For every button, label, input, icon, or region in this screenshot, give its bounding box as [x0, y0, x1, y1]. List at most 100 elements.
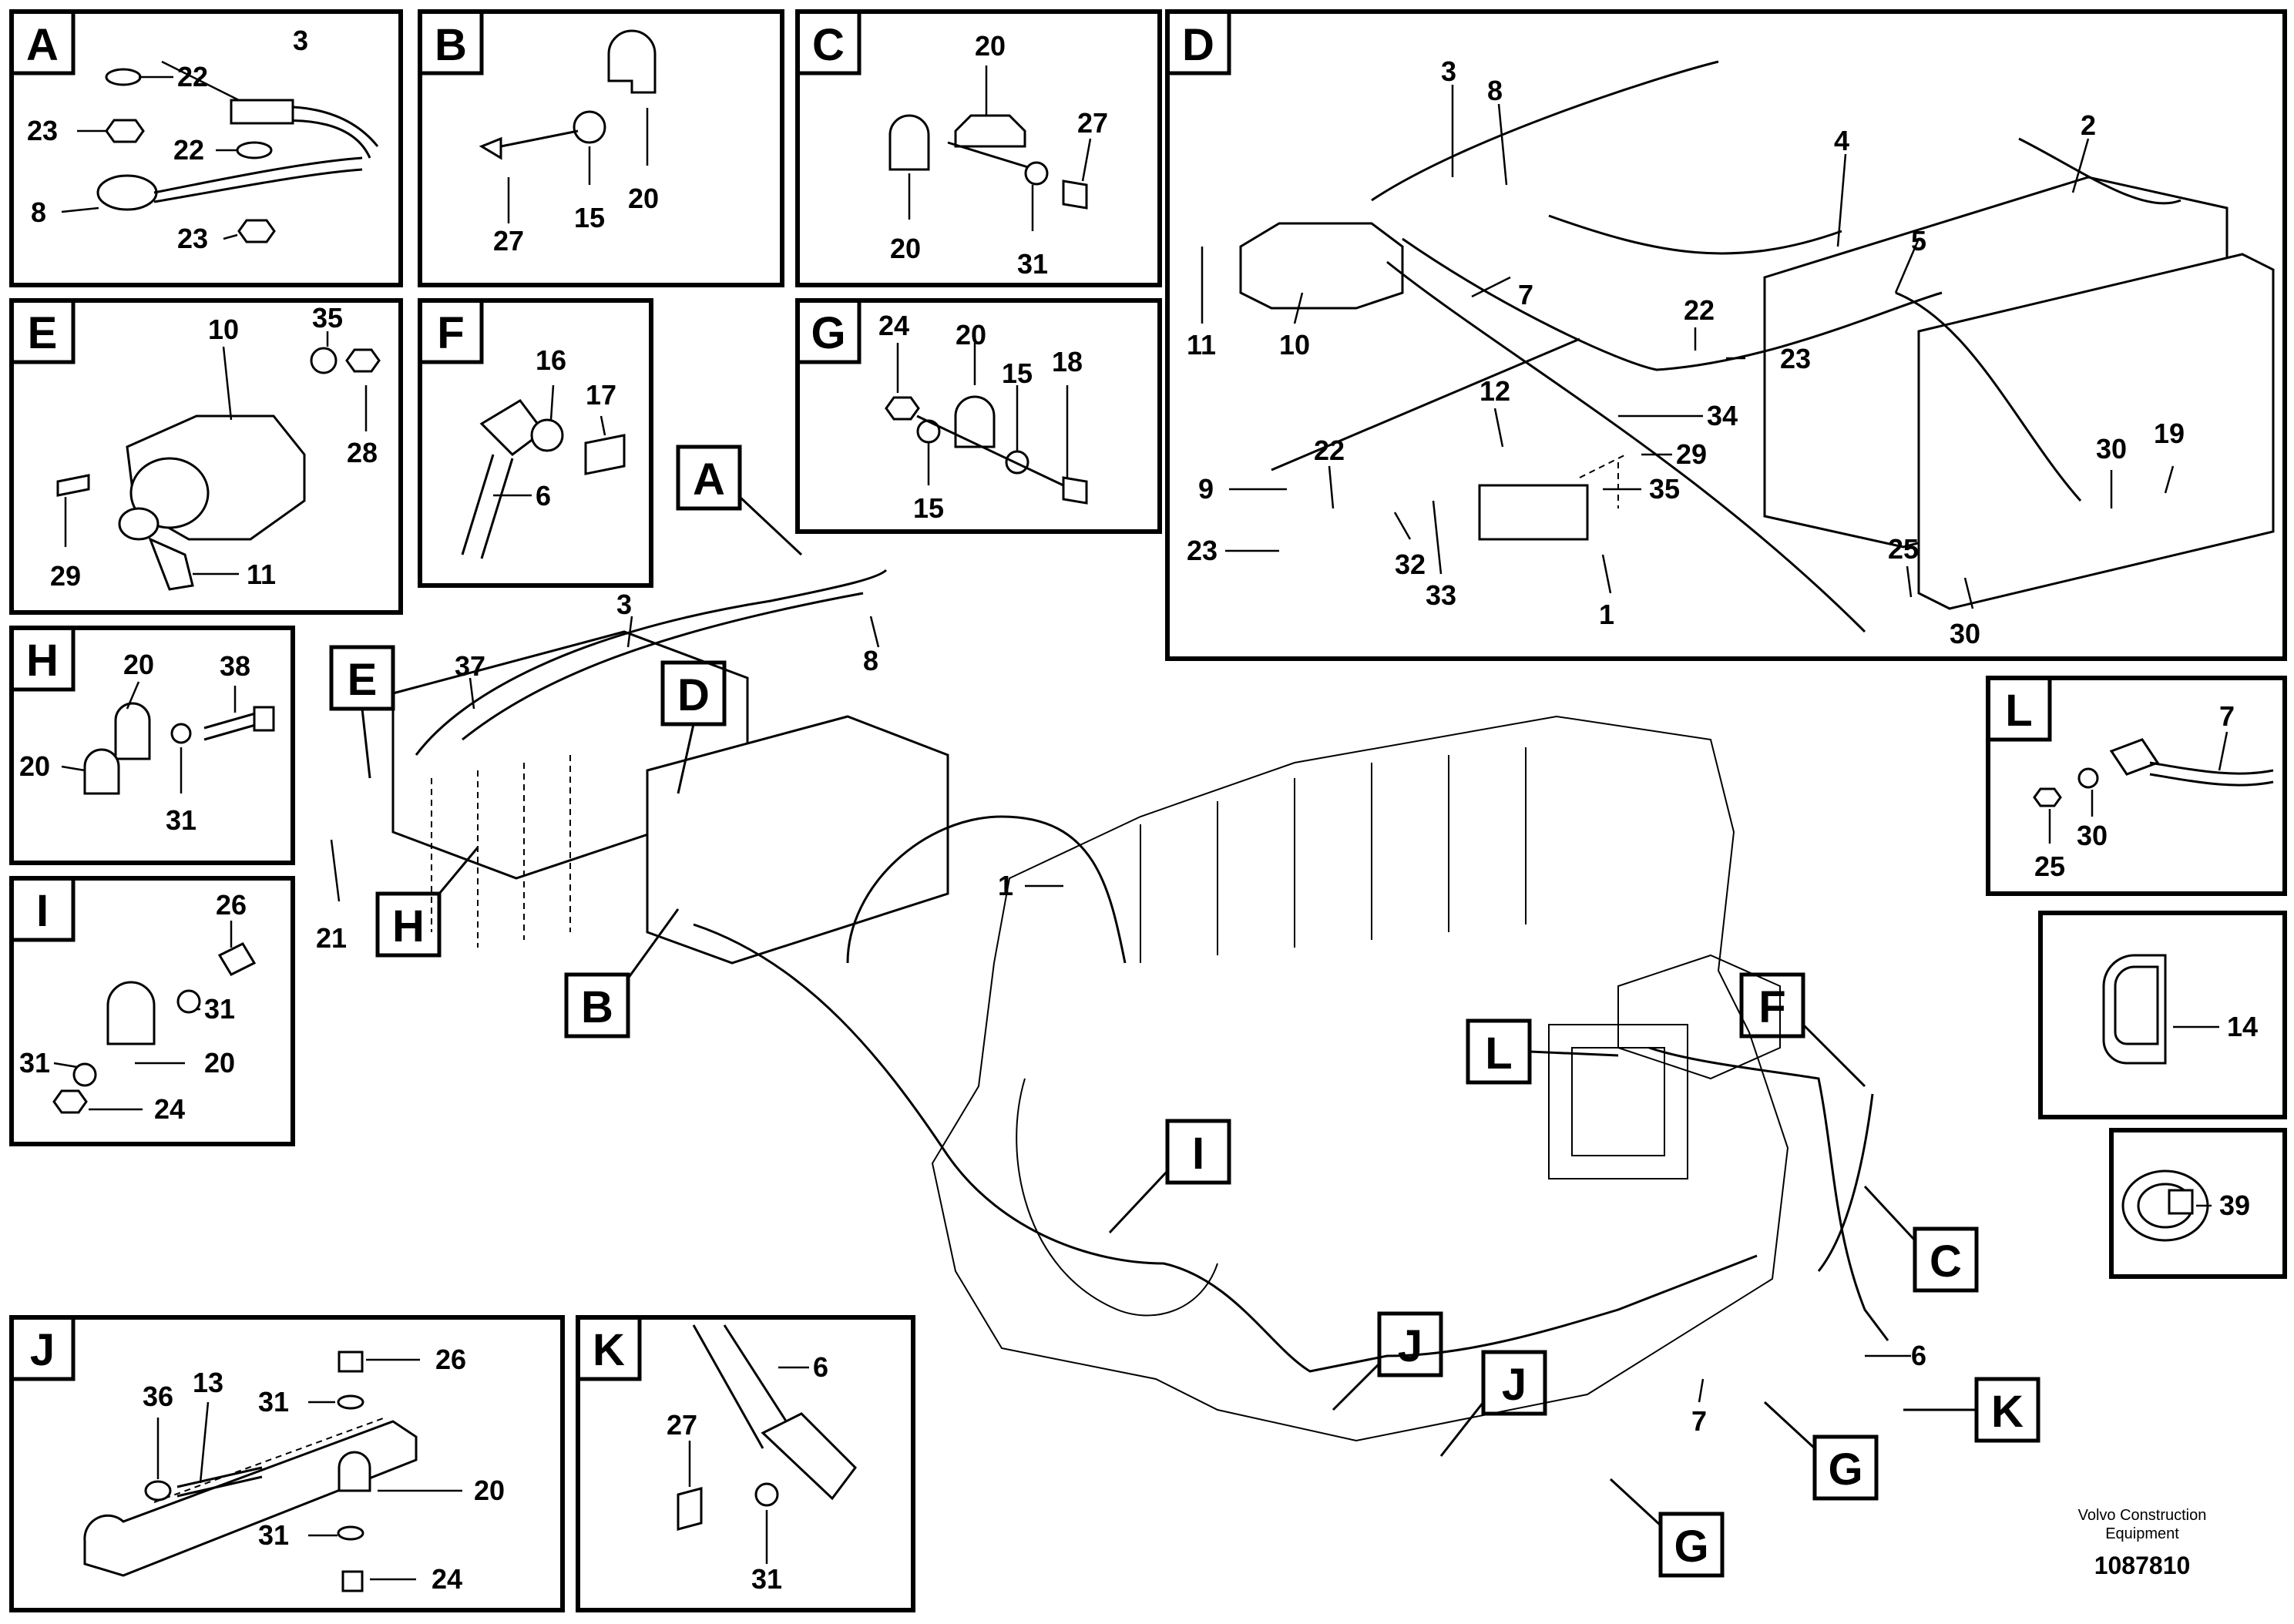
panel-k-label: 6: [813, 1351, 828, 1383]
panel-l-label: 30: [2077, 820, 2108, 851]
panel-c-letter: C: [812, 20, 845, 70]
panel-d-label: 1: [1599, 599, 1614, 630]
detail-panel-i: I 26 31 31 20 24: [9, 876, 295, 1146]
panel-d-label: 35: [1649, 473, 1680, 505]
panel-g-label: 20: [956, 319, 986, 351]
main-label: 7: [1691, 1405, 1707, 1437]
main-label: 21: [316, 922, 347, 954]
panel-39-label: 39: [2219, 1189, 2250, 1221]
panel-i-label: 26: [216, 889, 247, 921]
panel-g-label: 24: [878, 310, 909, 341]
panel-d-label: 23: [1780, 343, 1811, 374]
svg-text:G: G: [1828, 1444, 1862, 1495]
panel-f-label: 17: [586, 379, 616, 411]
panel-a-label: 22: [173, 134, 204, 166]
main-label: 1: [998, 870, 1013, 901]
panel-g-letter: G: [811, 308, 845, 358]
panel-j-label: 20: [474, 1475, 505, 1506]
detail-panel-d: D: [1165, 9, 2287, 661]
svg-text:J: J: [1398, 1321, 1422, 1371]
callout-l: L: [1466, 1018, 1619, 1085]
detail-panel-g: G 24 20 15 18 15: [795, 298, 1162, 534]
panel-e-label: 29: [50, 560, 81, 592]
callout-f: F: [1739, 972, 1866, 1088]
brand-line-1: Volvo Construction: [2078, 1507, 2207, 1524]
panel-e-letter: E: [28, 308, 58, 358]
panel-g-label: 15: [1002, 357, 1033, 389]
panel-h-label: 20: [19, 750, 50, 782]
panel-a-letter: A: [26, 20, 59, 70]
svg-text:E: E: [348, 655, 378, 705]
panel-d-label: 29: [1676, 438, 1707, 470]
panel-f-label: 16: [536, 344, 566, 376]
panel-g-label: 18: [1052, 346, 1083, 377]
svg-text:K: K: [1991, 1387, 2024, 1437]
panel-j-label: 24: [432, 1563, 462, 1595]
panel-a-label: 23: [27, 115, 58, 146]
panel-c-label: 31: [1017, 248, 1048, 280]
detail-panel-c: C 20 27 20 31: [795, 9, 1162, 287]
detail-panel-39: 39: [2109, 1128, 2287, 1279]
detail-panel-h: H 20 38 20 31: [9, 626, 295, 865]
panel-d-label: 32: [1395, 549, 1426, 580]
panel-d-label: 12: [1480, 375, 1510, 407]
detail-panel-e: E 10 35 28 29 11: [9, 298, 403, 615]
callout-h: H: [375, 847, 479, 958]
panel-e-label: 35: [312, 302, 343, 334]
document-number: 1087810: [2094, 1552, 2191, 1579]
panel-j-label: 36: [143, 1381, 173, 1412]
svg-text:J: J: [1502, 1360, 1527, 1410]
panel-e-label: 28: [347, 437, 378, 468]
main-label: 37: [455, 650, 485, 682]
panel-d-label: 23: [1187, 535, 1218, 566]
panel-j-label: 13: [193, 1367, 223, 1398]
panel-d-label: 4: [1834, 125, 1849, 156]
panel-a-label: 8: [31, 196, 46, 228]
panel-j-label: 26: [435, 1344, 466, 1375]
svg-text:L: L: [1485, 1028, 1512, 1079]
svg-text:F: F: [1758, 982, 1785, 1032]
main-assembly: 3 8 37 1 21 6 7 A D E H B: [316, 445, 2040, 1578]
panel-c-label: 27: [1077, 107, 1108, 139]
svg-text:B: B: [581, 982, 613, 1032]
panel-h-label: 31: [166, 804, 196, 836]
callout-j: J: [1439, 1350, 1547, 1457]
panel-c-label: 20: [890, 233, 921, 264]
panel-d-label: 25: [1888, 533, 1919, 565]
panel-l-label: 25: [2034, 851, 2065, 882]
panel-f-letter: F: [437, 308, 464, 358]
detail-panel-a: A 22 3 23 22 8 23: [9, 9, 403, 287]
footer: Volvo Construction Equipment 1087810: [2078, 1507, 2207, 1579]
svg-text:D: D: [677, 670, 710, 720]
panel-d-label: 2: [2081, 109, 2096, 141]
panel-l-label: 7: [2219, 700, 2235, 732]
callout-a: A: [676, 445, 803, 556]
panel-b-letter: B: [435, 20, 467, 70]
panel-d-label: 33: [1426, 579, 1456, 611]
panel-d-label: 10: [1279, 329, 1310, 361]
callout-g: G: [1763, 1401, 1879, 1501]
panel-e-label: 11: [247, 559, 276, 590]
main-label: 8: [863, 645, 878, 676]
panel-j-label: 31: [258, 1519, 289, 1551]
svg-text:C: C: [1930, 1236, 1962, 1287]
svg-text:A: A: [693, 455, 725, 505]
panel-g-label: 15: [913, 492, 944, 524]
panel-k-letter: K: [593, 1325, 625, 1375]
callout-e: E: [329, 645, 395, 779]
panel-a-label: 23: [177, 223, 208, 254]
panel-d-label: 9: [1198, 473, 1214, 505]
callout-j: J: [1332, 1311, 1443, 1411]
svg-text:H: H: [392, 901, 425, 951]
panel-14-label: 14: [2227, 1011, 2258, 1042]
callout-c: C: [1863, 1185, 1979, 1293]
svg-text:G: G: [1674, 1522, 1708, 1572]
panel-d-label: 3: [1441, 55, 1456, 87]
panel-k-label: 27: [667, 1409, 697, 1441]
panel-d-label: 22: [1684, 294, 1715, 326]
callout-k: K: [1903, 1377, 2040, 1443]
panel-d-label: 34: [1707, 400, 1738, 431]
panel-j-letter: J: [30, 1325, 55, 1375]
